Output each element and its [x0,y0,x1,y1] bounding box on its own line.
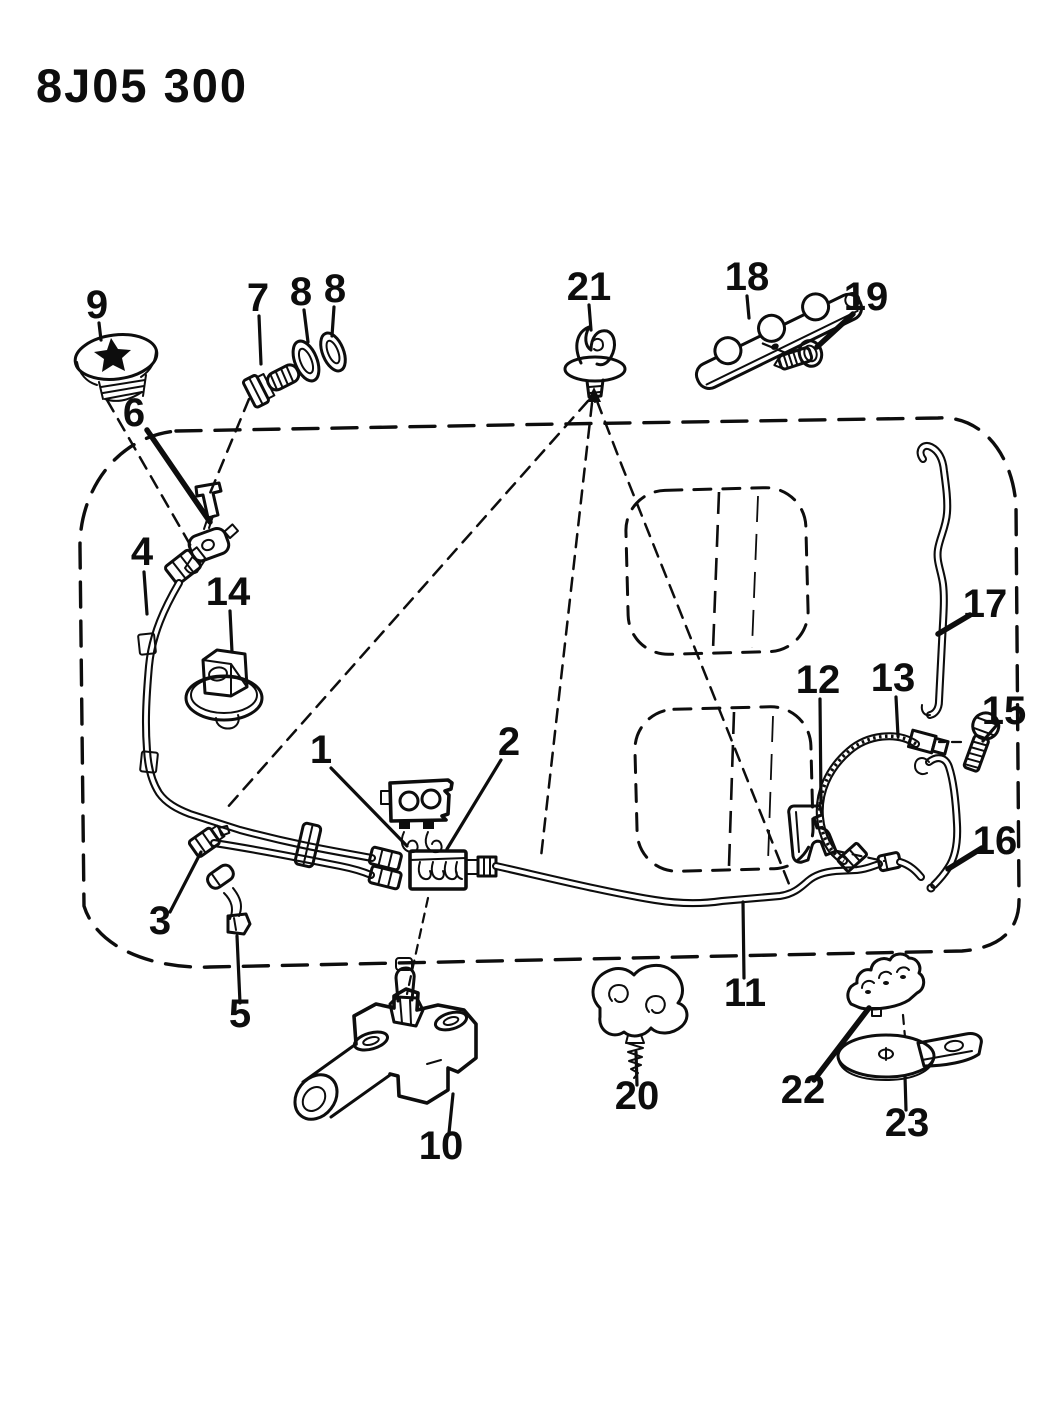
reference-lines [105,340,963,1039]
leader-line-1 [329,766,409,848]
leader-line-8a [302,308,310,344]
ref-bolt7-to-bracket [206,397,251,500]
leader-line-18 [745,294,751,320]
callout-label-5: 5 [229,992,251,1036]
leader-line-19 [814,311,856,350]
part-22-tube-clip [846,952,926,1017]
part-5-bracket [206,863,252,936]
part-10-combination-valve [293,957,478,1121]
callout-label-14: 14 [206,570,251,614]
part-19-screw [773,339,824,371]
part-13-rear-hose [815,728,950,873]
leader-line-2 [445,758,503,851]
leader-line-20 [634,1050,639,1087]
callout-label-8a: 8 [290,270,312,314]
ref-screw9-to-bracket [105,398,194,550]
callout-label-2: 2 [498,720,520,764]
part-8-washer-b [319,331,347,373]
callout-label-19: 19 [844,275,889,319]
part-15-bolt [962,711,1001,773]
tee-block-and-junction [380,778,498,891]
ref-clip21-to-right-tube [595,399,791,886]
part-14-grommet [184,648,264,730]
callout-label-21: 21 [567,265,612,309]
leader-line-10 [447,1092,455,1135]
leader-line-6 [144,427,213,525]
callout-label-18: 18 [725,255,770,299]
part-20-tube-clip [591,963,689,1079]
leader-line-12 [818,697,823,805]
leader-line-4 [142,570,149,616]
callout-label-4: 4 [131,530,154,574]
part-16-tube [914,754,962,893]
part-21-push-pin-clip [563,325,627,403]
callout-label-9: 9 [86,283,108,327]
callout-label-1: 1 [310,728,332,772]
leader-line-15 [981,724,998,743]
underbody-outline [78,416,1021,969]
callout-label-20: 20 [615,1074,660,1118]
ref-screw19-to-rail [757,340,788,355]
leader-line-7 [257,314,263,366]
leader-line-23 [903,1074,908,1112]
callout-label-15: 15 [982,689,1027,733]
leader-line-8b [330,305,336,338]
leader-line-13 [894,695,900,738]
floor-opening-upper [624,486,810,656]
ref-clip21-to-mid-tube [539,401,594,859]
part-7-bolt [242,363,301,409]
front-tube-run [210,821,403,891]
part-18-support-rail [694,292,864,390]
part-12-bracket [787,804,838,864]
leader-line-16 [945,845,985,872]
part-4-brake-hose [137,546,376,862]
callout-label-17: 17 [963,582,1008,626]
leader-line-22 [811,1005,872,1083]
floor-opening-lower [633,705,815,873]
callout-label-8b: 8 [324,267,346,311]
callout-label-11: 11 [724,971,766,1015]
figure-code: 8J05 300 [36,59,248,112]
leader-line-14 [228,609,234,654]
part-9-screw [73,333,159,402]
callout-label-10: 10 [419,1124,464,1168]
leader-line-3 [168,850,203,914]
callout-label-7: 7 [247,276,269,320]
part-11-rear-tube [492,851,925,908]
part-23-washer-bracket [836,1032,983,1081]
ref-junction-to-valve10 [405,896,430,996]
part-3-fitting [187,824,231,858]
part-8-washer-a [291,339,321,383]
callout-label-12: 12 [796,658,841,702]
callout-label-13: 13 [871,656,916,700]
ref-clip22-to-washer23 [901,1013,907,1039]
leader-line-9 [97,321,103,342]
callout-label-6: 6 [123,391,145,435]
leader-line-21 [587,303,593,332]
ref-clip21-to-left-tubes [224,399,590,811]
part-17-tube [916,442,952,719]
tube-fitting-lower [367,864,403,891]
leader-line-11 [741,900,746,980]
callout-label-22: 22 [781,1068,826,1112]
leader-line-17 [935,612,973,637]
callout-label-16: 16 [973,819,1018,863]
callout-label-3: 3 [149,899,171,943]
callout-label-23: 23 [885,1101,930,1145]
leader-line-5 [235,934,242,1005]
